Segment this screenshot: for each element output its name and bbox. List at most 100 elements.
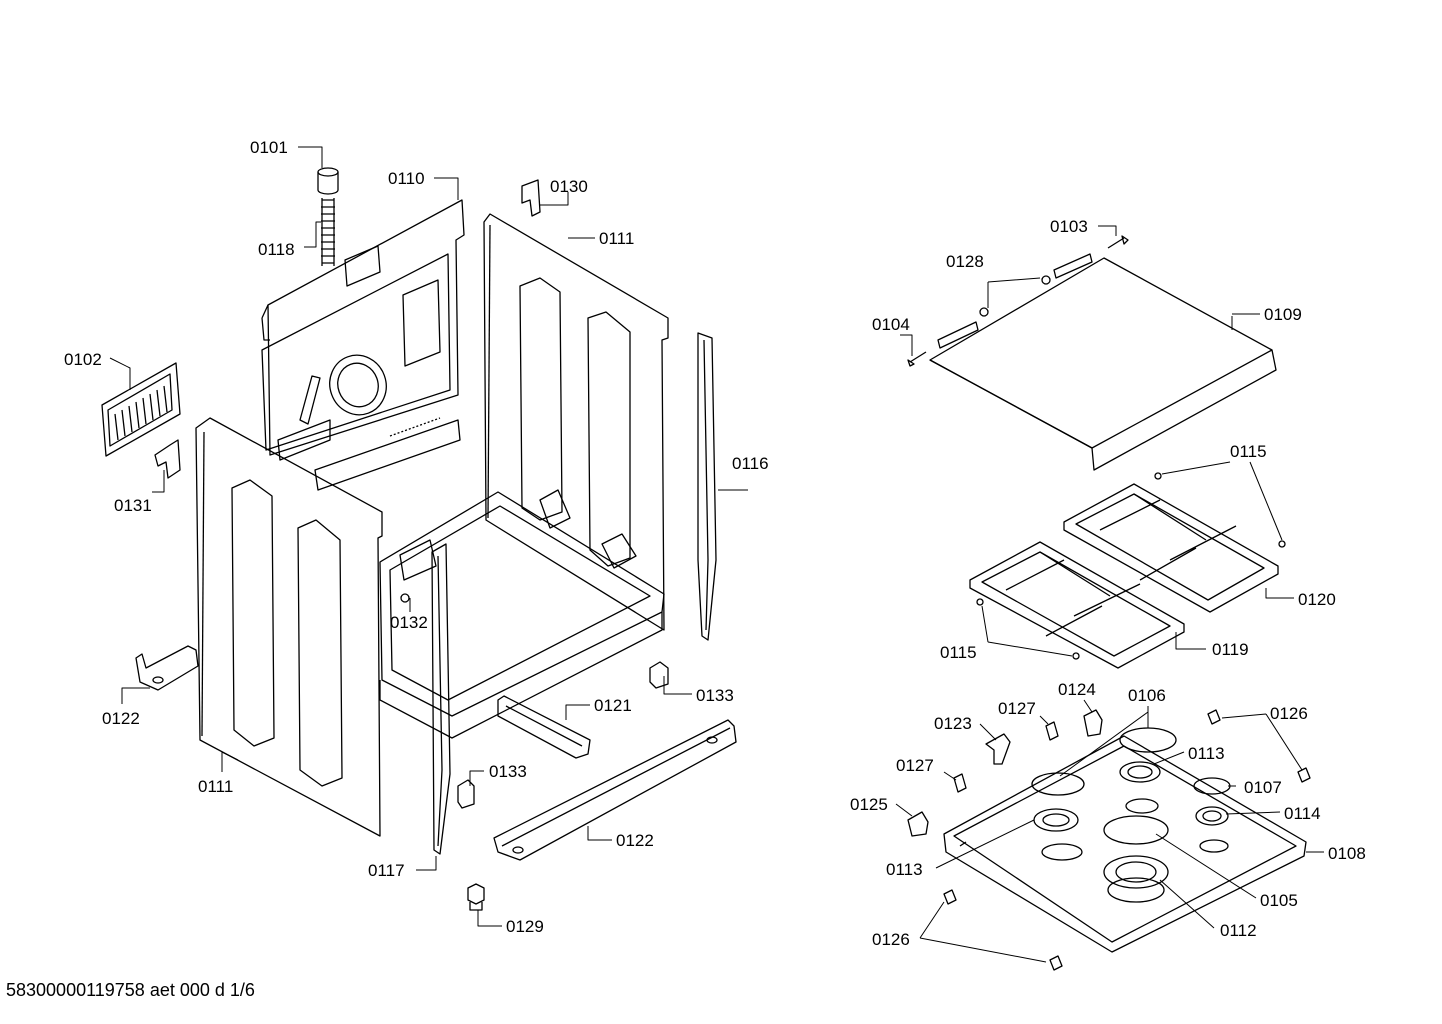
part-0111-right-side-panel: [483, 213, 669, 631]
leader-0122a: [121, 687, 150, 704]
label-0124: 0124: [1058, 680, 1096, 699]
part-0126-clip-b: [1297, 767, 1311, 783]
part-0124-part: [1083, 709, 1103, 737]
label-0126-bottom: 0126: [872, 930, 910, 949]
leader-0111b: [221, 751, 239, 772]
part-0112-burner: [1103, 855, 1169, 903]
part-0113-burner-a: [1119, 761, 1161, 783]
drawing-code: 58300000119758 aet 000 d 1/6: [6, 980, 255, 1000]
label-0120: 0120: [1298, 590, 1336, 609]
leader-0103: [1098, 225, 1117, 236]
part-0126-clip-d: [1049, 955, 1063, 971]
label-0113-top: 0113: [1188, 744, 1225, 763]
label-0131: 0131: [114, 496, 152, 515]
leader-0113b: [935, 819, 1035, 869]
label-0115-top: 0115: [1230, 442, 1267, 461]
label-0101: 0101: [250, 138, 288, 157]
label-0121: 0121: [594, 696, 632, 715]
part-0105-cap: [1103, 815, 1169, 845]
label-0132: 0132: [390, 613, 428, 632]
label-0130: 0130: [550, 177, 588, 196]
part-labels: 0101 0118 0110 0130 0111 0102 0131 0116 …: [64, 138, 1366, 949]
part-0117-front-strip: [431, 543, 451, 855]
leader-0118: [304, 221, 321, 248]
part-0106-cap: [1119, 727, 1177, 753]
leader-0127b: [943, 771, 957, 781]
leader-0106: [1059, 706, 1149, 777]
leader-0105: [1155, 833, 1257, 899]
leader-0131: [152, 470, 165, 493]
part-0125-part: [907, 811, 929, 837]
label-0108: 0108: [1328, 844, 1366, 863]
leader-0113a: [1153, 751, 1185, 765]
label-0126-top: 0126: [1270, 704, 1308, 723]
label-0110: 0110: [388, 169, 425, 188]
leader-0119: [1175, 632, 1206, 650]
label-0109: 0109: [1264, 305, 1302, 324]
part-0107-cap: [1193, 777, 1231, 795]
leader-0126b: [919, 901, 1047, 963]
leader-0104: [900, 334, 913, 356]
leader-0101: [298, 146, 323, 168]
part-0129-foot: [467, 883, 485, 911]
part-0133-clip-a: [649, 661, 669, 689]
leader-0120: [1265, 588, 1294, 599]
label-0113-bottom: 0113: [886, 860, 923, 879]
part-0101-cap: [317, 167, 339, 195]
part-0115-foot-a: [1154, 472, 1286, 548]
leader-0110: [434, 177, 459, 200]
label-0129: 0129: [506, 917, 544, 936]
part-0126-clip-a: [1207, 709, 1221, 725]
label-0133-right: 0133: [696, 686, 734, 705]
part-0114-burner: [1195, 806, 1229, 826]
part-0131-bracket: [154, 439, 181, 479]
leader-0109: [1231, 313, 1260, 330]
part-0132-fitting: [400, 593, 410, 603]
part-0102-control-board: [101, 362, 181, 457]
leader-lines: [109, 146, 1324, 963]
part-0123-injector: [985, 733, 1011, 765]
label-0105: 0105: [1260, 891, 1298, 910]
part-0119-pan-support: [969, 541, 1185, 669]
part-burner-seats: [1041, 798, 1229, 861]
part-0103-screw: [1107, 235, 1129, 249]
label-0114: 0114: [1284, 804, 1321, 823]
leader-0125: [895, 803, 913, 817]
leader-0115b: [981, 605, 1073, 657]
part-0109-glass-lid: [929, 253, 1277, 471]
part-0106-cap-b: [1031, 772, 1085, 796]
label-0122-left: 0122: [102, 709, 140, 728]
part-0127-clip-b: [953, 773, 967, 793]
label-0103: 0103: [1050, 217, 1088, 236]
leader-0128: [987, 277, 1041, 308]
part-0111-left-side-panel: [195, 417, 383, 837]
label-0111-right: 0111: [599, 229, 634, 248]
leader-0127a: [1039, 715, 1049, 725]
leader-0133b: [469, 770, 484, 786]
part-0121-rail: [497, 695, 591, 759]
leader-0126a: [1221, 713, 1303, 771]
part-0133-clip-b: [457, 779, 475, 809]
part-0126-clip-c: [943, 889, 957, 905]
label-0107: 0107: [1244, 778, 1282, 797]
label-0111-left: 0111: [198, 777, 233, 796]
part-0130-bracket: [521, 179, 541, 217]
leader-0112: [1159, 879, 1215, 929]
label-0123: 0123: [934, 714, 972, 733]
label-0116: 0116: [732, 454, 769, 473]
label-0133-left: 0133: [489, 762, 527, 781]
part-0122-left-rail: [135, 645, 199, 691]
label-0104: 0104: [872, 315, 910, 334]
label-0122-right: 0122: [616, 831, 654, 850]
label-0115-bottom: 0115: [940, 643, 977, 662]
part-0118-tube: [321, 198, 335, 266]
label-0127-top: 0127: [998, 699, 1036, 718]
leader-0102: [109, 357, 131, 390]
leader-0121: [565, 704, 590, 720]
part-0122-right-rail: [493, 719, 737, 861]
leader-0133a: [663, 676, 692, 695]
part-0110-back-panel: [261, 199, 465, 491]
leader-0114: [1225, 811, 1281, 815]
leader-0129: [477, 910, 502, 927]
